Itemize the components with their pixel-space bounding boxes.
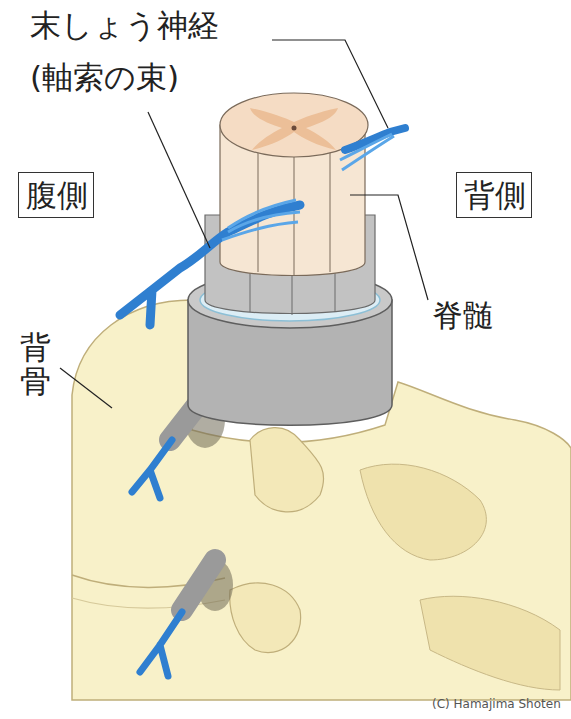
part-label: 背骨 bbox=[20, 330, 51, 398]
part-label: 末しょう神経 bbox=[30, 8, 219, 44]
side-box: 腹側 bbox=[18, 172, 94, 218]
side-box: 背側 bbox=[456, 172, 532, 218]
copyright-note: (C) Hamajima Shoten bbox=[432, 698, 561, 712]
side-label: 腹側 bbox=[26, 177, 86, 214]
part-label: 脊髄 bbox=[432, 298, 494, 334]
side-label: 背側 bbox=[464, 177, 524, 214]
part-note: (軸索の束) bbox=[30, 60, 179, 96]
